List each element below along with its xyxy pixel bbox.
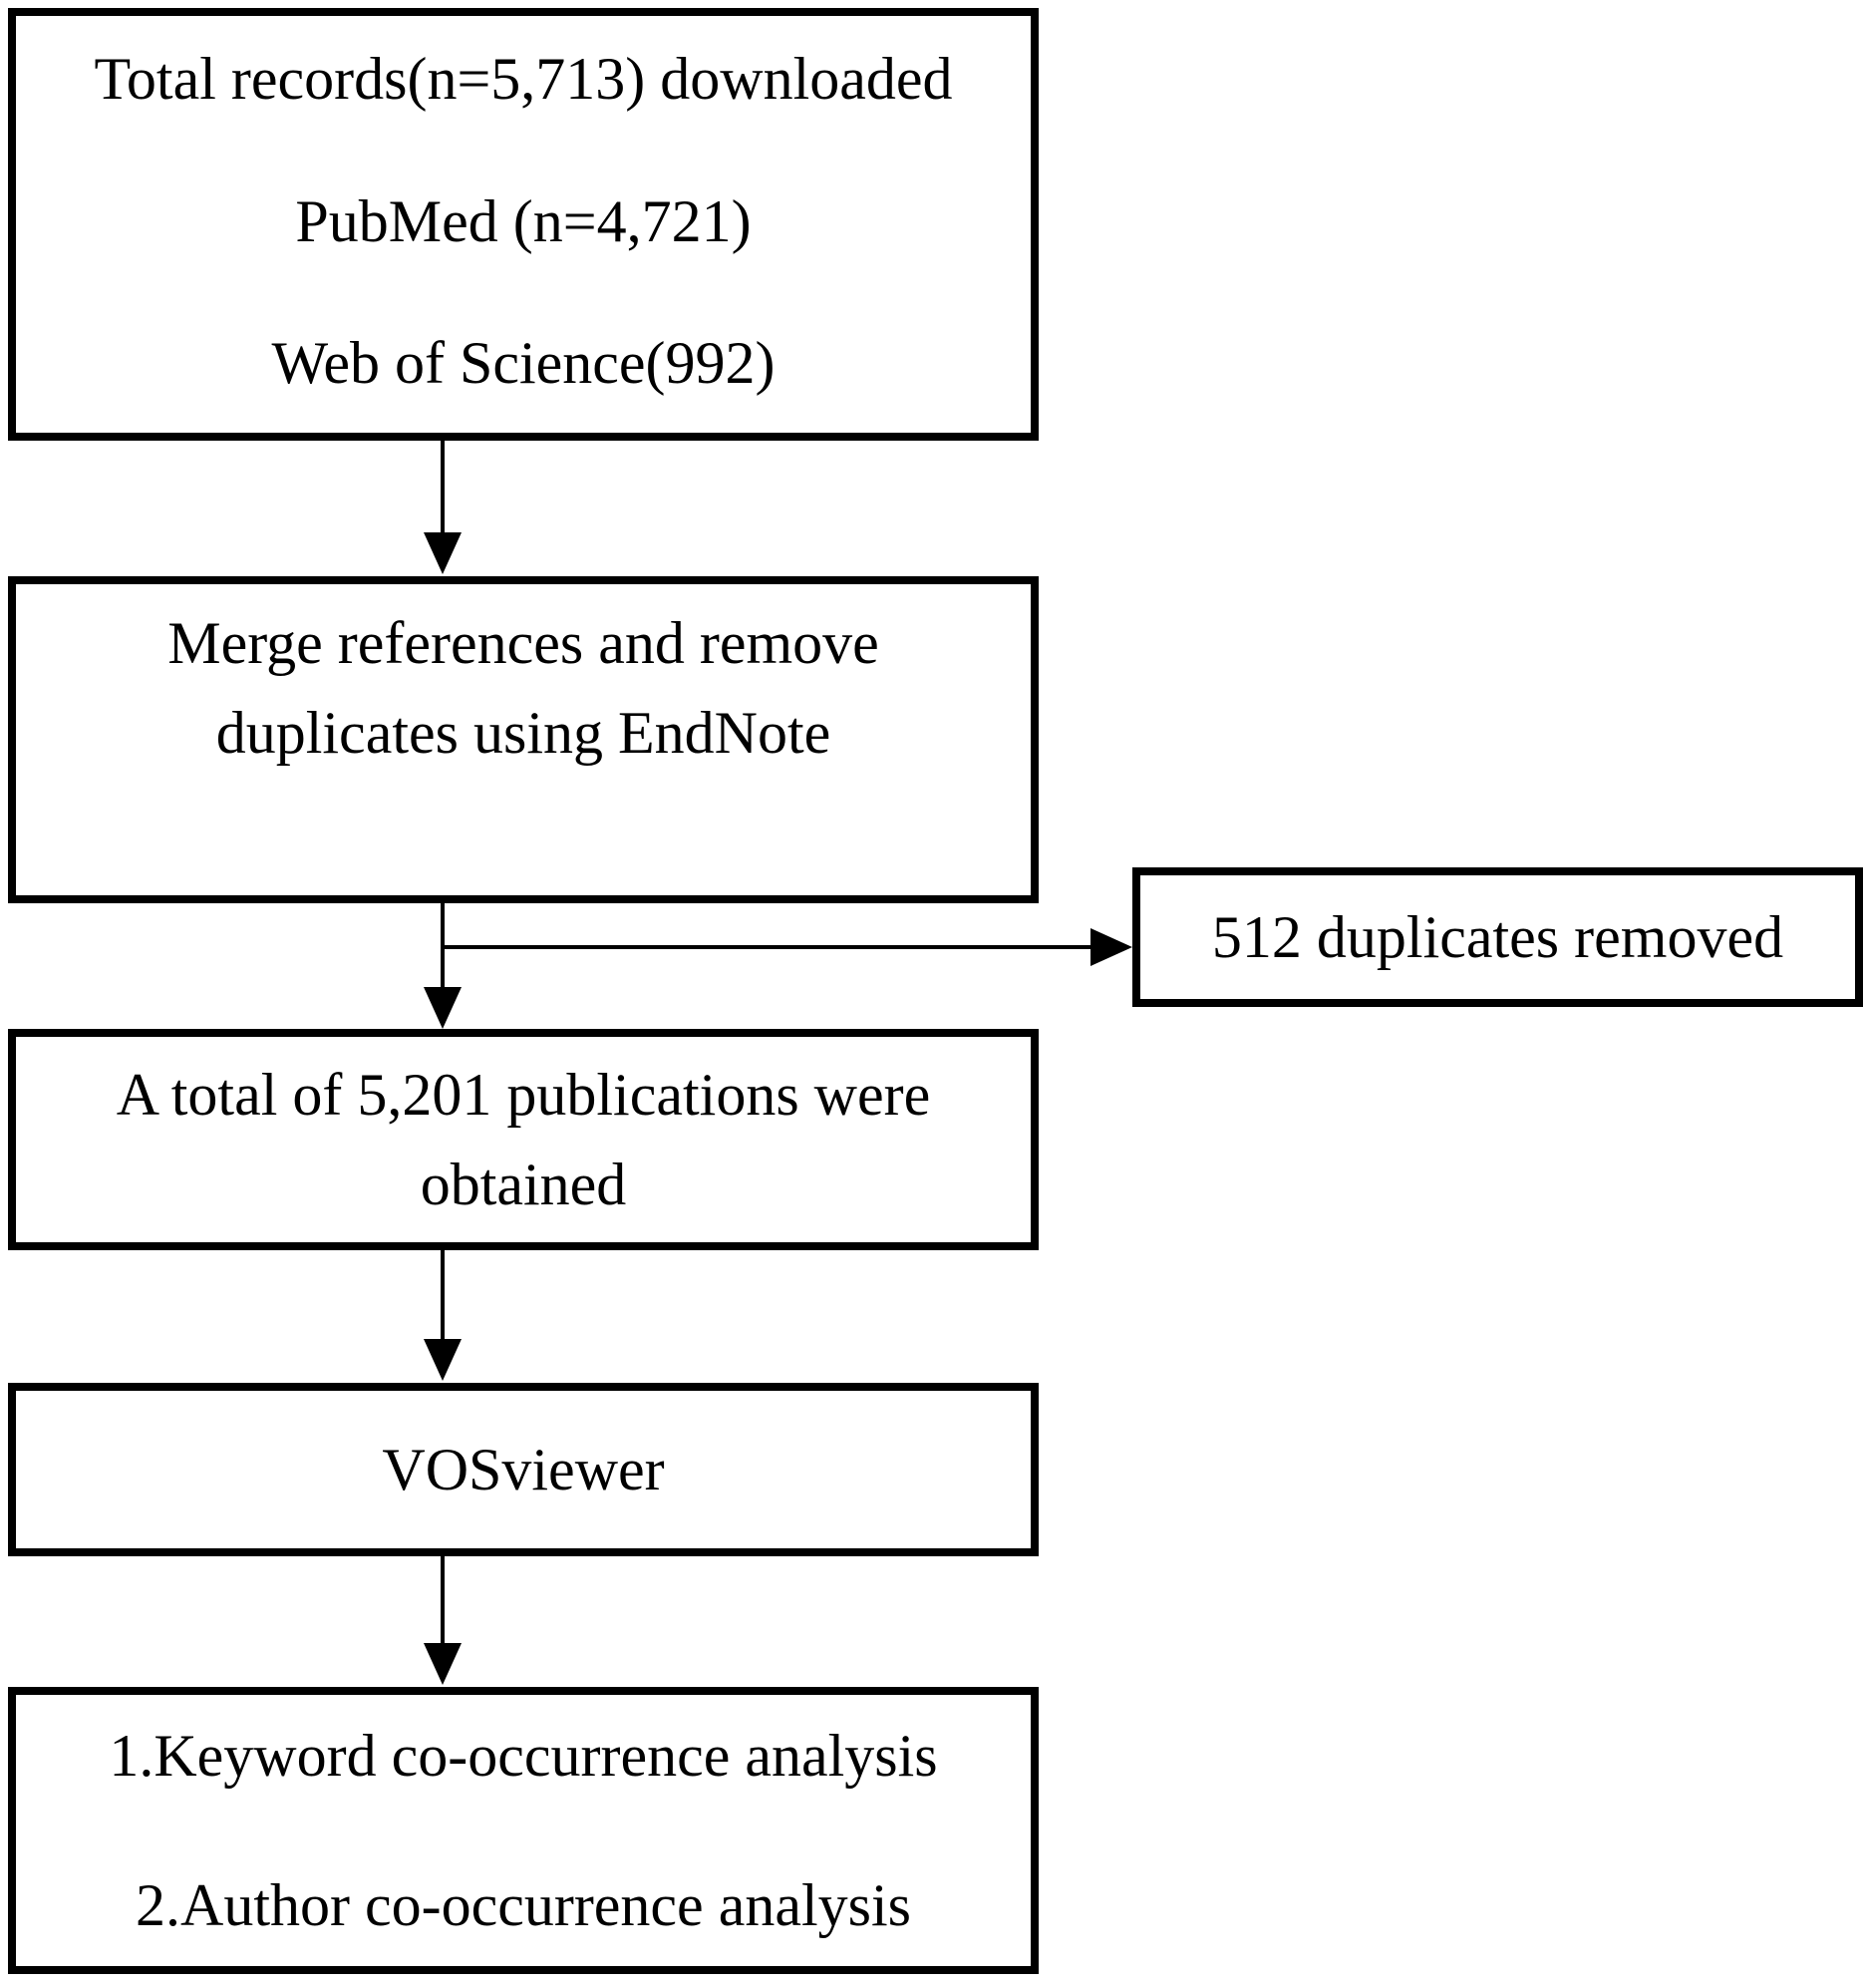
arrowhead-down-icon bbox=[424, 1643, 462, 1685]
box-total-records: Total records(n=5,713) downloaded PubMed… bbox=[8, 8, 1039, 441]
box-publications-obtained-line-2: obtained bbox=[420, 1152, 627, 1217]
arrowhead-down-icon bbox=[424, 987, 462, 1029]
arrowhead-down-icon bbox=[424, 532, 462, 574]
box-total-records-line-1: Total records(n=5,713) downloaded bbox=[94, 46, 953, 112]
box-merge-dedupe-line-2: duplicates using EndNote bbox=[215, 700, 831, 766]
box-merge-dedupe: Merge references and remove duplicates u… bbox=[8, 576, 1039, 903]
connector-records-to-merge bbox=[441, 441, 445, 544]
box-total-records-line-3: Web of Science(992) bbox=[271, 330, 776, 396]
box-analysis: 1.Keyword co-occurrence analysis 2.Autho… bbox=[8, 1687, 1039, 1974]
box-duplicates-removed: 512 duplicates removed bbox=[1132, 867, 1863, 1007]
box-vosviewer-label: VOSviewer bbox=[382, 1437, 665, 1502]
box-merge-dedupe-line-1: Merge references and remove bbox=[167, 610, 879, 676]
connector-obtained-to-vosviewer bbox=[441, 1250, 445, 1341]
box-publications-obtained-line-1: A total of 5,201 publications were bbox=[116, 1062, 931, 1128]
connector-branch-duplicates bbox=[441, 945, 1091, 949]
box-publications-obtained: A total of 5,201 publications were obtai… bbox=[8, 1029, 1039, 1250]
box-analysis-line-2: 2.Author co-occurrence analysis bbox=[135, 1872, 911, 1938]
arrowhead-right-icon bbox=[1090, 928, 1132, 966]
box-total-records-line-2: PubMed (n=4,721) bbox=[295, 187, 752, 254]
box-duplicates-removed-label: 512 duplicates removed bbox=[1211, 904, 1784, 970]
box-vosviewer: VOSviewer bbox=[8, 1383, 1039, 1556]
arrowhead-down-icon bbox=[424, 1339, 462, 1381]
box-analysis-line-1: 1.Keyword co-occurrence analysis bbox=[109, 1723, 938, 1789]
connector-vosviewer-to-analysis bbox=[441, 1556, 445, 1645]
